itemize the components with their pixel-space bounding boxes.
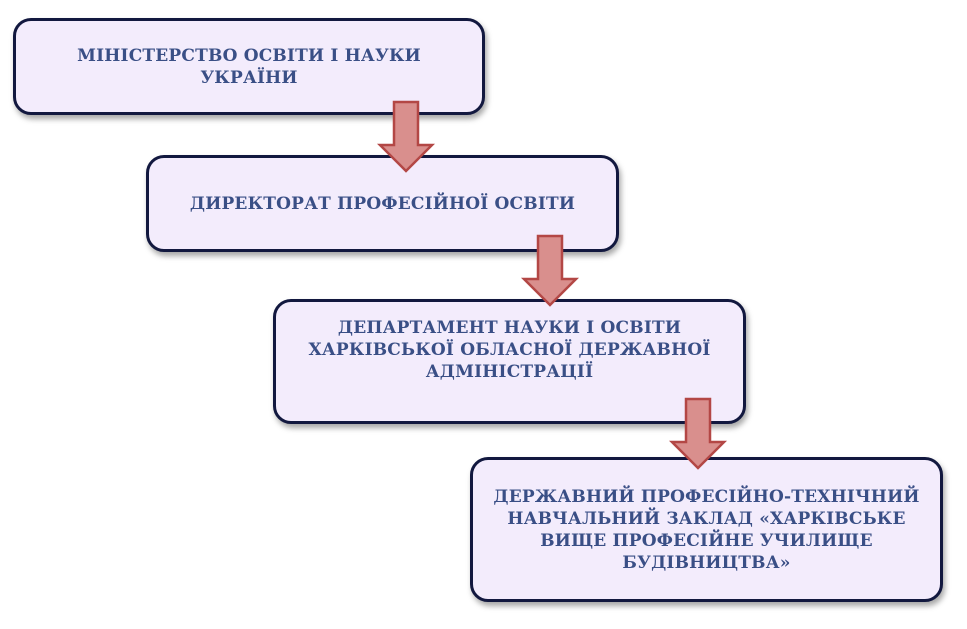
node-directorate: ДИРЕКТОРАТ ПРОФЕСІЙНОЇ ОСВІТИ xyxy=(146,155,619,252)
node-ministry: МІНІСТЕРСТВО ОСВІТИ І НАУКИ УКРАЇНИ xyxy=(13,18,485,115)
arrow-2-shape xyxy=(520,234,580,307)
node-department: ДЕПАРТАМЕНТ НАУКИ І ОСВІТИ ХАРКІВСЬКОЇ О… xyxy=(273,299,746,424)
down-arrow-icon xyxy=(668,397,728,470)
arrow-3-shape xyxy=(668,397,728,470)
node-ministry-label: МІНІСТЕРСТВО ОСВІТИ І НАУКИ УКРАЇНИ xyxy=(77,45,421,88)
node-directorate-label: ДИРЕКТОРАТ ПРОФЕСІЙНОЇ ОСВІТИ xyxy=(189,193,576,214)
node-school: ДЕРЖАВНИЙ ПРОФЕСІЙНО-ТЕХНІЧНИЙ НАВЧАЛЬНИ… xyxy=(470,457,943,602)
down-arrow-icon xyxy=(520,234,580,307)
node-department-label: ДЕПАРТАМЕНТ НАУКИ І ОСВІТИ ХАРКІВСЬКОЇ О… xyxy=(308,317,711,382)
arrow-1-shape xyxy=(376,100,436,173)
down-arrow-icon xyxy=(376,100,436,173)
node-school-label: ДЕРЖАВНИЙ ПРОФЕСІЙНО-ТЕХНІЧНИЙ НАВЧАЛЬНИ… xyxy=(493,486,920,573)
